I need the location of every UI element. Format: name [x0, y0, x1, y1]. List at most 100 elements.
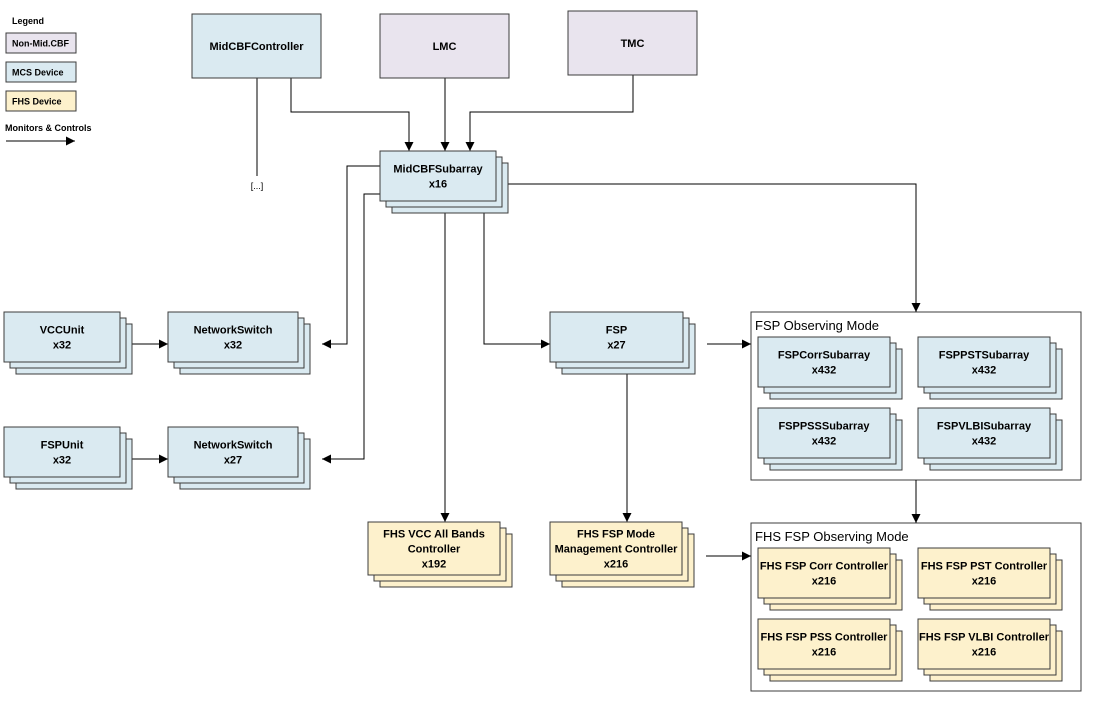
node-label-line: VCCUnit [40, 325, 85, 337]
node-label-line: FHS VCC All Bands [383, 529, 485, 541]
node-label-line: x216 [972, 576, 996, 588]
node-box [191, 13, 322, 79]
legend-item-non-mid-cbf: Non-Mid.CBF [5, 32, 77, 54]
node-label-line: FHS FSP Corr Controller [760, 561, 889, 573]
legend-swatch [5, 61, 77, 83]
node-fhs-fsp-pss-controller[interactable]: FHS FSP PSS Controller x216 [757, 618, 903, 682]
node-box [167, 426, 299, 478]
node-label-line: FSPPSTSubarray [939, 350, 1030, 362]
node-label-line: x192 [422, 559, 446, 571]
node-lmc[interactable]: LMC [379, 13, 510, 79]
legend-arrow-label: Monitors & Controls [5, 123, 92, 133]
node-label-line: x16 [429, 179, 447, 191]
node-label-line: x216 [812, 647, 836, 659]
edges-layer [132, 75, 921, 561]
node-midcbfcontroller[interactable]: MidCBFController [191, 13, 322, 79]
node-label-line: NetworkSwitch [194, 325, 273, 337]
node-label-line: x216 [972, 647, 996, 659]
node-midcbfsubarray[interactable]: MidCBFSubarray x16 [379, 150, 509, 214]
node-networkswitch-27[interactable]: NetworkSwitch x27 [167, 426, 311, 490]
annotation-ellipsis: [...] [251, 181, 264, 191]
node-vccunit[interactable]: VCCUnit x32 [3, 311, 133, 375]
node-label-line: x32 [53, 455, 71, 467]
node-label-line: Controller [408, 544, 461, 556]
node-fspvlbisubarray[interactable]: FSPVLBISubarray x432 [917, 407, 1063, 471]
node-box [567, 10, 698, 76]
node-box [757, 618, 891, 670]
node-fhs-fsp-corr-controller[interactable]: FHS FSP Corr Controller x216 [757, 547, 903, 611]
node-tmc[interactable]: TMC [567, 10, 698, 76]
nodes-layer: MidCBFController LMC TMC MidCBFSubarray x16V… [3, 10, 1063, 682]
node-box [167, 311, 299, 363]
node-label-line: x216 [812, 576, 836, 588]
node-label-line: LMC [433, 41, 457, 53]
node-box [917, 547, 1051, 599]
node-fsppstsubarray[interactable]: FSPPSTSubarray x432 [917, 336, 1063, 400]
node-box [757, 336, 891, 388]
edge-midcbfsubarray-to-networkswitch-32 [322, 165, 380, 349]
node-label-line: x432 [972, 436, 996, 448]
edge-midcbfsubarray-to-fsp [483, 213, 550, 349]
node-label-line: FHS FSP PSS Controller [761, 632, 889, 644]
edge-midcbfsubarray-to-networkswitch-27 [322, 193, 380, 464]
node-box [917, 618, 1051, 670]
legend-item-fhs-device: FHS Device [5, 90, 77, 112]
edge-tmc-to-midcbfsubarray [465, 75, 634, 151]
node-label-line: TMC [621, 38, 645, 50]
edge-midcbfcontroller-to-midcbfsubarray [290, 78, 414, 151]
edge-midcbfsubarray-to-fsp-observing-mode [508, 183, 921, 312]
node-label-line: x432 [812, 436, 836, 448]
legend-item-label: MCS Device [12, 68, 64, 78]
node-box [3, 426, 121, 478]
node-label-line: MidCBFSubarray [393, 164, 483, 176]
node-box [917, 407, 1051, 459]
node-label-line: FSP [606, 325, 627, 337]
node-box [549, 311, 684, 363]
node-box [3, 311, 121, 363]
node-box [549, 521, 683, 576]
node-label-line: FHS FSP PST Controller [921, 561, 1048, 573]
node-label-line: FSPCorrSubarray [778, 350, 871, 362]
legend-title: Legend [12, 16, 44, 26]
node-label-line: MidCBFController [209, 41, 304, 53]
node-fspunit[interactable]: FSPUnit x32 [3, 426, 133, 490]
node-label-line: FHS FSP Mode [577, 529, 655, 541]
node-fhs-fsp-vlbi-controller[interactable]: FHS FSP VLBI Controller x216 [917, 618, 1063, 682]
node-fhs-fsp-pst-controller[interactable]: FHS FSP PST Controller x216 [917, 547, 1063, 611]
node-fspcorrsubarray[interactable]: FSPCorrSubarray x432 [757, 336, 903, 400]
group-title: FHS FSP Observing Mode [755, 529, 909, 544]
node-label-line: NetworkSwitch [194, 440, 273, 452]
node-box [757, 547, 891, 599]
node-box [379, 150, 497, 202]
node-label-line: x432 [812, 365, 836, 377]
node-label-line: FSPUnit [41, 440, 84, 452]
legend-item-mcs-device: MCS Device [5, 61, 77, 83]
node-label-line: x32 [53, 340, 71, 352]
legend-swatch [5, 32, 77, 54]
node-label-line: x432 [972, 365, 996, 377]
node-box [367, 521, 501, 576]
node-label-line: x216 [604, 559, 628, 571]
node-fsppsssubarray[interactable]: FSPPSSSubarray x432 [757, 407, 903, 471]
node-label-line: x27 [607, 340, 625, 352]
group-title: FSP Observing Mode [755, 318, 879, 333]
node-fsp[interactable]: FSP x27 [549, 311, 696, 375]
legend-item-label: FHS Device [12, 97, 62, 107]
annotations-layer: [...] [251, 181, 264, 191]
node-label-line: Management Controller [555, 544, 679, 556]
node-label-line: x32 [224, 340, 242, 352]
node-label-line: x27 [224, 455, 242, 467]
node-networkswitch-32[interactable]: NetworkSwitch x32 [167, 311, 311, 375]
node-label-line: FHS FSP VLBI Controller [919, 632, 1050, 644]
node-label-line: FSPPSSSubarray [778, 421, 870, 433]
node-label-line: FSPVLBISubarray [937, 421, 1032, 433]
legend-item-label: Non-Mid.CBF [12, 39, 69, 49]
legend-swatch [5, 90, 77, 112]
node-box [757, 407, 891, 459]
node-box [379, 13, 510, 79]
